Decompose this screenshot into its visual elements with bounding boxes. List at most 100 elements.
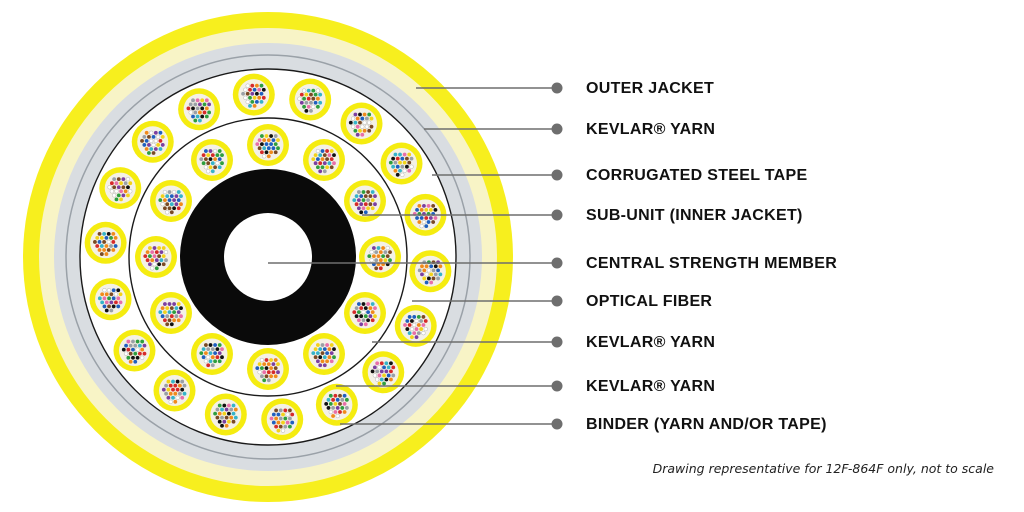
optical-fiber [148, 254, 152, 259]
leader-dot [551, 123, 563, 135]
optical-fiber [325, 157, 329, 162]
optical-fiber [318, 153, 323, 158]
optical-fiber [407, 323, 412, 327]
optical-fiber [264, 366, 269, 371]
optical-fiber [322, 153, 327, 158]
optical-fiber [318, 363, 323, 368]
optical-fiber [433, 264, 438, 269]
optical-fiber [165, 314, 170, 319]
optical-fiber [376, 246, 381, 250]
optical-fiber [405, 319, 410, 323]
optical-fiber [182, 391, 187, 396]
optical-fiber [262, 378, 267, 383]
optical-fiber [375, 377, 380, 382]
leader-dot [551, 380, 563, 392]
optical-fiber [128, 351, 133, 356]
optical-fiber [113, 244, 118, 248]
optical-fiber [128, 181, 133, 186]
optical-fiber [160, 134, 165, 139]
optical-fiber [174, 194, 179, 199]
leader-dot [551, 169, 563, 181]
optical-fiber [180, 395, 185, 400]
optical-fiber [311, 157, 316, 162]
optical-fiber [109, 308, 114, 313]
optical-fiber [126, 339, 131, 344]
optical-fiber [361, 318, 366, 323]
optical-fiber [361, 309, 366, 315]
optical-fiber [352, 310, 357, 315]
optical-fiber [104, 244, 109, 248]
optical-fiber [173, 383, 178, 388]
optical-fiber [121, 193, 126, 198]
optical-fiber [316, 351, 320, 356]
optical-fiber [208, 157, 213, 162]
optical-fiber [315, 104, 320, 109]
optical-fiber [383, 258, 388, 263]
optical-fiber [333, 410, 338, 414]
sub-unit [343, 292, 386, 334]
optical-fiber [186, 106, 191, 111]
optical-fiber [176, 318, 181, 323]
optical-fiber [415, 208, 419, 212]
optical-fiber [288, 408, 292, 413]
optical-fiber [168, 399, 173, 404]
optical-fiber [171, 395, 175, 400]
optical-fiber [379, 369, 384, 374]
optical-fiber [257, 138, 262, 143]
optical-fiber [372, 254, 376, 259]
sub-unit [131, 120, 174, 163]
optical-fiber [254, 83, 259, 88]
optical-fiber [153, 130, 158, 135]
optical-fiber [172, 302, 177, 306]
optical-fiber [290, 412, 295, 417]
optical-fiber [172, 206, 177, 211]
optical-fiber [135, 347, 140, 352]
optical-fiber [325, 359, 329, 364]
optical-fiber [369, 258, 374, 263]
optical-fiber [276, 370, 280, 375]
sub-unit [343, 180, 386, 222]
optical-fiber [400, 156, 405, 161]
optical-fiber [262, 138, 267, 143]
optical-fiber [431, 276, 436, 281]
optical-fiber [426, 203, 431, 208]
optical-fiber [222, 403, 227, 408]
optical-fiber [304, 100, 309, 105]
optical-fiber [174, 202, 179, 207]
optical-fiber [395, 172, 400, 177]
optical-fiber [201, 355, 206, 360]
optical-fiber [269, 366, 273, 371]
optical-fiber [97, 296, 102, 301]
optical-fiber [320, 343, 325, 347]
label-kevlar-yarn-subunit: KEVLAR® YARN [586, 378, 715, 395]
optical-fiber [233, 407, 238, 412]
optical-fiber [297, 96, 302, 101]
optical-fiber [176, 190, 181, 194]
optical-fiber [233, 415, 238, 420]
optical-fiber [338, 410, 342, 414]
optical-fiber [338, 401, 342, 406]
optical-fiber [210, 153, 215, 158]
optical-fiber [318, 161, 323, 166]
optical-fiber [153, 147, 158, 151]
optical-fiber [231, 411, 236, 416]
optical-fiber [102, 288, 107, 293]
optical-fiber [104, 300, 109, 305]
optical-fiber [175, 379, 180, 384]
optical-fiber [220, 423, 224, 428]
optical-fiber [342, 410, 347, 414]
callouts: OUTER JACKET KEVLAR® YARN CORRUGATED STE… [268, 80, 837, 433]
optical-fiber [215, 347, 220, 351]
optical-fiber [215, 407, 220, 412]
optical-fiber [252, 95, 257, 100]
optical-fiber [402, 152, 407, 157]
optical-fiber [161, 246, 166, 250]
optical-fiber [366, 198, 370, 203]
optical-fiber [335, 397, 340, 402]
optical-fiber [147, 143, 151, 147]
optical-fiber [220, 161, 224, 166]
optical-fiber [231, 419, 236, 424]
optical-fiber [419, 208, 424, 212]
optical-fiber [213, 411, 218, 416]
optical-fiber [373, 202, 377, 207]
